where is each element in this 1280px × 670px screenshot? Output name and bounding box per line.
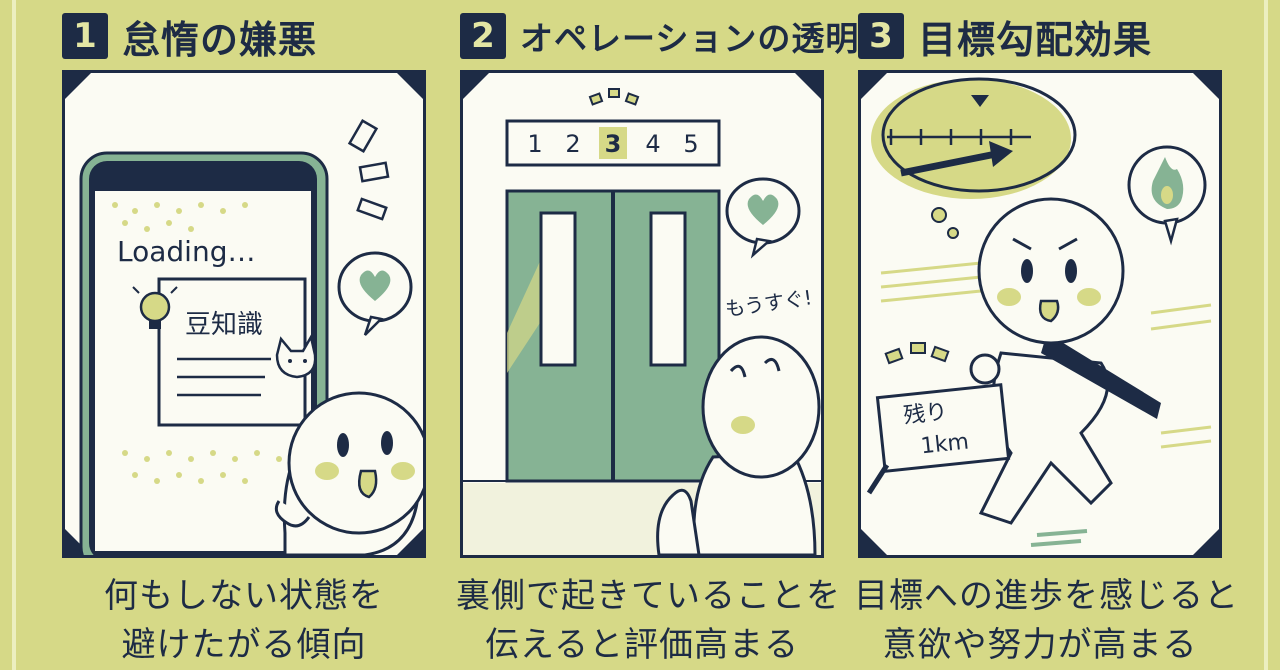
panel-caption: 裏側で起きていることを 伝えると評価高まる [456,572,841,670]
sign-distance-value: 1km [920,429,971,459]
heart-icon [747,194,779,225]
panel-goal-gradient: 3 目標勾配効果 [854,0,1239,670]
panel-header: 3 目標勾配効果 [858,12,1152,62]
panel-operational-transparency: 2 オペレーションの透明性 1 2 3 4 5 [456,0,892,670]
floor-number: 2 [565,130,580,158]
caption-line: 裏側で起きていることを [456,576,841,616]
distance-sign: 残り 1km [866,383,1011,495]
lightbulb-icon [132,286,178,329]
illustration-runner: 残り 1km [861,73,1219,555]
illustration-frame: Loading… 豆知識 [62,70,426,558]
illustration-frame: 1 2 3 4 5 [460,70,824,558]
floor-number: 1 [527,130,542,158]
panel-title: 怠惰の嫌悪 [122,17,318,62]
floor-number-active: 3 [605,130,622,158]
character-smiling [274,391,423,555]
sash [1041,333,1161,419]
illustration-frame: 残り 1km [858,70,1222,558]
cat-icon [275,333,317,379]
caption-line: 避けたがる傾向 [121,625,367,665]
panel-title: 目標勾配効果 [918,17,1153,62]
caption-line: 伝えると評価高まる [485,625,799,665]
panel-caption: 目標への進歩を感じると 意欲や努力が高まる [854,572,1239,670]
illustration-phone-loading: Loading… 豆知識 [65,73,423,555]
loading-text: Loading… [117,235,255,268]
heart-icon [359,270,391,301]
speed-lines [880,261,1212,449]
sign-remaining-label: 残り [902,400,948,429]
panel-idleness-aversion: 1 怠惰の嫌悪 Loading… [58,0,430,670]
fire-speech-bubble [1127,145,1207,246]
target-marker-icon [971,95,989,107]
left-border-rail [12,0,16,670]
floor-number: 4 [645,130,660,158]
caption-line: 意欲や努力が高まる [882,625,1198,665]
panel-number-badge: 1 [62,13,108,59]
right-border-rail [1264,0,1268,670]
motion-marks [347,119,390,221]
heart-speech-bubble [725,177,801,259]
panel-number-badge: 3 [858,13,904,59]
panel-header: 2 オペレーションの透明性 [460,12,893,60]
almost-there-text: もうすぐ! [724,285,814,321]
caption-line: 何もしない状態を [104,576,384,616]
heart-speech-bubble [337,251,413,336]
caption-line: 目標への進歩を感じると [854,576,1239,616]
character-looking-up [656,335,821,555]
illustration-elevator: 1 2 3 4 5 [463,73,821,555]
progress-thought-bubble [871,77,1077,239]
trivia-label: 豆知識 [185,310,263,340]
character-running [969,197,1161,525]
panel-caption: 何もしない状態を 避けたがる傾向 [58,572,430,670]
arrow-right-icon [989,141,1013,167]
fire-icon [1151,157,1184,209]
panel-number-badge: 2 [460,13,506,59]
floor-number: 5 [683,130,698,158]
panel-title: オペレーションの透明性 [520,19,894,58]
panel-header: 1 怠惰の嫌悪 [62,12,317,62]
